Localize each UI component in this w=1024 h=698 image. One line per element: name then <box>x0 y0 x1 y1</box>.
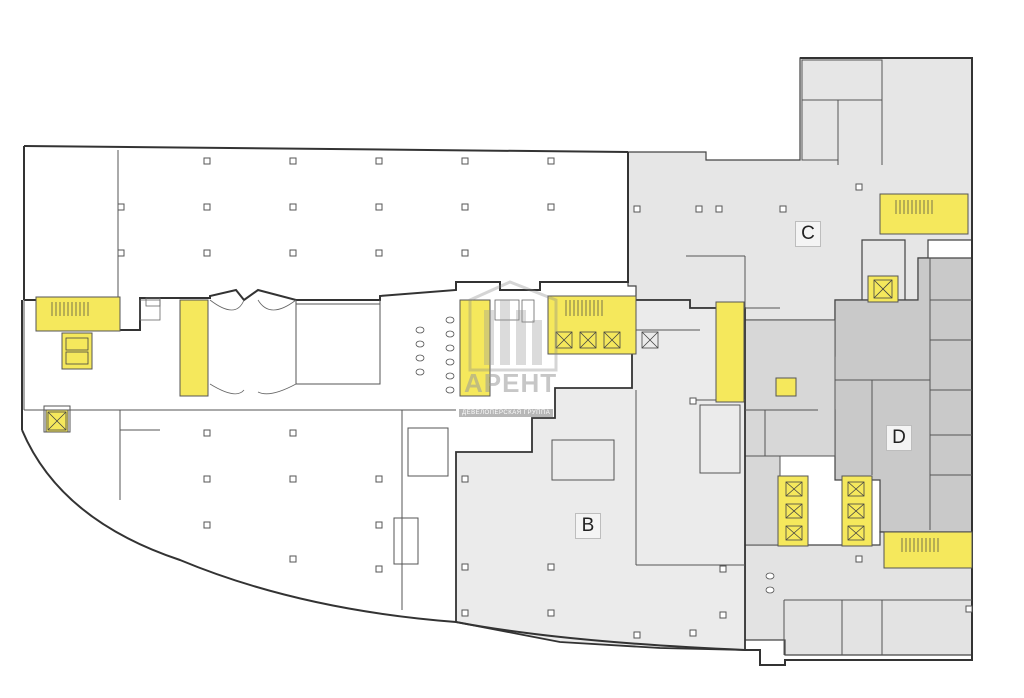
core-lifts-d-left <box>777 475 809 547</box>
column-grid <box>117 157 973 639</box>
developer-logo <box>468 280 558 372</box>
zone-label-b: B <box>575 513 601 539</box>
core-stair-west <box>35 296 121 332</box>
core-stair-b <box>547 295 637 355</box>
zone-label-d: D <box>886 425 912 451</box>
watermark-logo-text: АРЕНТ <box>464 368 558 398</box>
sanitary-fixtures <box>415 316 775 594</box>
lift-shafts <box>47 279 893 541</box>
core-small-c <box>775 377 797 397</box>
zone-label-c: C <box>795 221 821 247</box>
core-corridor-2 <box>459 299 491 397</box>
zone-b-fill <box>455 299 746 651</box>
core-lift-west <box>61 332 93 370</box>
core-corridor-1 <box>179 299 209 397</box>
core-lifts-d-right <box>841 475 873 547</box>
watermark-tagline: ДЕВЕЛОПЕРСКАЯ ГРУППА <box>459 409 554 417</box>
core-corridor-3 <box>715 301 745 403</box>
room-details <box>139 297 535 395</box>
core-stair-d <box>883 531 973 569</box>
stair-hatching <box>51 200 939 552</box>
